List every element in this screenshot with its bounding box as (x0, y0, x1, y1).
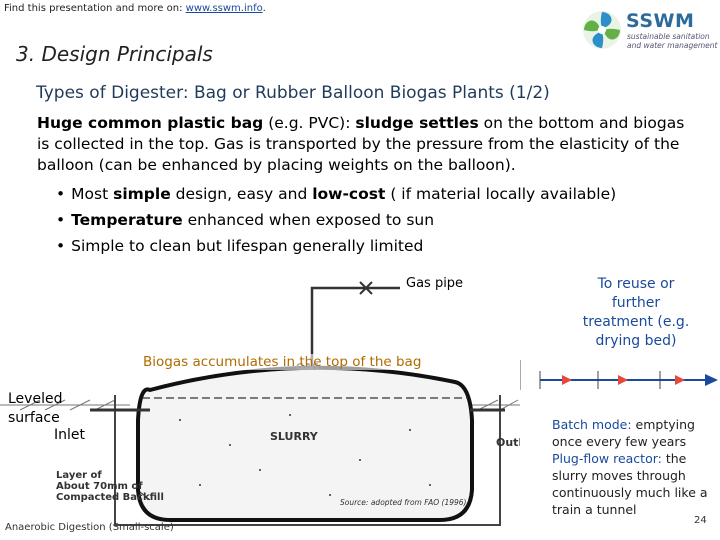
bullet-text: design, easy and (170, 185, 313, 203)
bullet-list: Most simple design, easy and low-cost ( … (56, 181, 616, 259)
bullet-bold: simple (113, 185, 171, 203)
batch-mode-text: emptying once every few years (552, 417, 695, 449)
inlet-label: Inlet (54, 427, 85, 443)
bullet-item: Most simple design, easy and low-cost ( … (56, 181, 616, 207)
backfill-label-3: Compacted Backfill (56, 492, 164, 503)
intro-text-2: on the bottom and biogas is collected in… (37, 114, 685, 174)
plug-flow-text: the slurry moves through continuously mu… (552, 451, 708, 517)
outlet-inner-label: Outlet (496, 436, 520, 449)
digester-pit (114, 395, 501, 526)
flow-arrow-icon (520, 360, 718, 390)
gas-pipe (310, 286, 400, 370)
logo-tagline: sustainable sanitation and water managem… (627, 32, 718, 50)
bullet-text: enhanced when exposed to sun (182, 211, 435, 229)
bullet-bold: low-cost (312, 185, 386, 203)
page-number: 24 (694, 515, 707, 526)
source-note-prefix: Find this presentation and more on: (4, 3, 186, 14)
intro-text-1: (e.g. PVC): (263, 114, 356, 132)
intro-bold-1: Huge common plastic bag (37, 114, 264, 132)
operation-modes: Batch mode: emptying once every few year… (552, 416, 712, 518)
footer-title: Anaerobic Digestion (Small-scale) (5, 522, 174, 533)
intro-paragraph: Huge common plastic bag (e.g. PVC): slud… (37, 113, 697, 176)
biogas-accumulates-label: Biogas accumulates in the top of the bag (143, 354, 422, 370)
section-title: 3. Design Principals (16, 42, 213, 66)
sswm-logo-icon (583, 11, 621, 49)
backfill-label-1: Layer of (56, 470, 102, 481)
batch-mode-key: Batch mode: (552, 417, 632, 432)
logo-tagline-2: and water management (627, 41, 718, 50)
ground-hatch (0, 399, 520, 411)
leveled-surface-label: Leveled surface (8, 390, 62, 428)
backfill-label-2: About 70mm of (56, 481, 143, 492)
backfill-pointer (139, 491, 151, 501)
intro-bold-2: sludge settles (355, 114, 479, 132)
gas-valve-icon (359, 281, 373, 295)
sswm-link[interactable]: www.sswm.info (185, 3, 263, 14)
slurry-texture (179, 414, 431, 496)
plug-flow-key: Plug-flow reactor: (552, 451, 662, 466)
source-label: Source: adopted from FAO (1996) (340, 498, 467, 507)
gas-pipe-label: Gas pipe (406, 276, 464, 291)
bullet-item: Temperature enhanced when exposed to sun (56, 207, 616, 233)
logo-name: SSWM (626, 10, 695, 32)
slide-title: Types of Digester: Bag or Rubber Balloon… (36, 83, 550, 103)
bullet-text: Most (71, 185, 114, 203)
bullet-item: Simple to clean but lifespan generally l… (56, 233, 616, 259)
leveled-line-2: surface (8, 410, 60, 426)
leveled-line-1: Leveled (8, 391, 63, 407)
reuse-label: To reuse or further treatment (e.g. dryi… (582, 276, 690, 349)
bullet-bold: Temperature (71, 211, 183, 229)
logo-tagline-1: sustainable sanitation (627, 32, 710, 41)
bullet-text: ( if material locally available) (385, 185, 617, 203)
source-note: Find this presentation and more on: www.… (4, 3, 266, 14)
source-note-suffix: . (262, 3, 266, 14)
slurry-inner-label: SLURRY (270, 430, 319, 443)
bullet-text: Simple to clean but lifespan generally l… (71, 237, 424, 255)
